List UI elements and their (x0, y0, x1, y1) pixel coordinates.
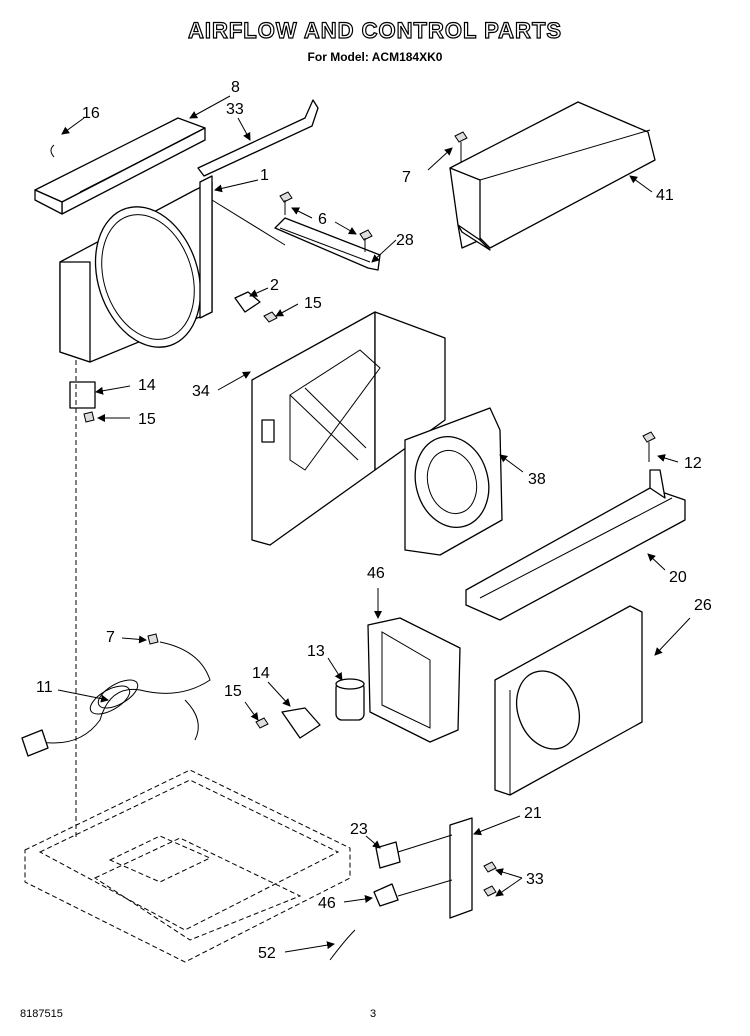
callout-leaders (57, 95, 691, 953)
callout-1: 1 (260, 167, 269, 184)
base-pan (24, 769, 351, 963)
callout-15: 14 (138, 377, 156, 394)
callout-34: 38 (528, 471, 546, 488)
callout-16-c: 15 (224, 683, 242, 700)
part-19-base-bracket (465, 469, 686, 621)
part-21-bracket (274, 217, 381, 271)
callout-7-top: 7 (402, 169, 411, 186)
part-46-thermostat (373, 879, 453, 907)
callout-6: 6 (318, 211, 327, 228)
callout-26: 23 (350, 821, 368, 838)
part-7-screw-top (454, 131, 468, 162)
part-24-partition (251, 311, 446, 546)
part-7-screw-cord (147, 633, 159, 645)
callout-11: 11 (36, 679, 53, 696)
callout-28: 26 (694, 597, 712, 614)
callout-52: 52 (258, 945, 276, 962)
model-subtitle: For Model: ACM184XK0 (307, 50, 443, 64)
part-20-control-bracket (449, 817, 473, 919)
callout-labels: 16 8 33 1 6 28 7 41 2 15 14 15 34 38 12 … (36, 79, 712, 962)
part-1-fan-shroud (59, 175, 286, 363)
callout-46: 46 (318, 895, 336, 912)
callout-21: 28 (396, 232, 414, 249)
part-16-screw-b (83, 411, 95, 423)
part-11-power-cord (21, 641, 211, 757)
callout-16-a: 15 (304, 295, 322, 312)
callout-13: 13 (307, 643, 325, 660)
part-38-control-box (367, 617, 461, 743)
document-number: 8187515 (20, 1008, 63, 1020)
part-13-capacitor (335, 678, 365, 721)
callout-7-cord: 7 (106, 629, 115, 646)
part-16-screw-a (263, 311, 278, 323)
callout-20: 21 (524, 805, 542, 822)
part-15-clip (69, 381, 96, 409)
callout-41: 41 (656, 187, 674, 204)
part-26-switch (375, 834, 453, 869)
page-title: AIRFLOW AND CONTROL PARTS (187, 17, 563, 43)
part-6-screws (279, 191, 373, 252)
callout-12: 12 (684, 455, 702, 472)
part-14-strap (281, 707, 321, 739)
part-23-gasket-strip (197, 99, 319, 177)
callout-14: 14 (252, 665, 270, 682)
part-34-blower-housing (404, 407, 503, 556)
callout-2: 2 (270, 277, 279, 294)
callout-17: 16 (82, 105, 100, 122)
callout-38: 46 (367, 565, 385, 582)
part-2-small-bracket (234, 291, 261, 313)
callout-23: 33 (226, 101, 244, 118)
part-28-end-panel (494, 605, 643, 796)
callout-33: 33 (526, 871, 544, 888)
part-17-clip (50, 144, 55, 158)
part-33-screws (483, 861, 497, 897)
page-number: 3 (370, 1008, 377, 1020)
callout-8: 8 (231, 79, 240, 96)
part-16-screw-c (255, 717, 269, 729)
callout-19: 20 (669, 569, 687, 586)
callout-24: 34 (192, 383, 210, 400)
callout-16-b: 15 (138, 411, 156, 428)
part-12-screw (642, 431, 656, 462)
part-52-drain-tube (329, 929, 356, 961)
part-41-top-cover (449, 101, 656, 251)
part-8-top-plate (34, 117, 206, 215)
